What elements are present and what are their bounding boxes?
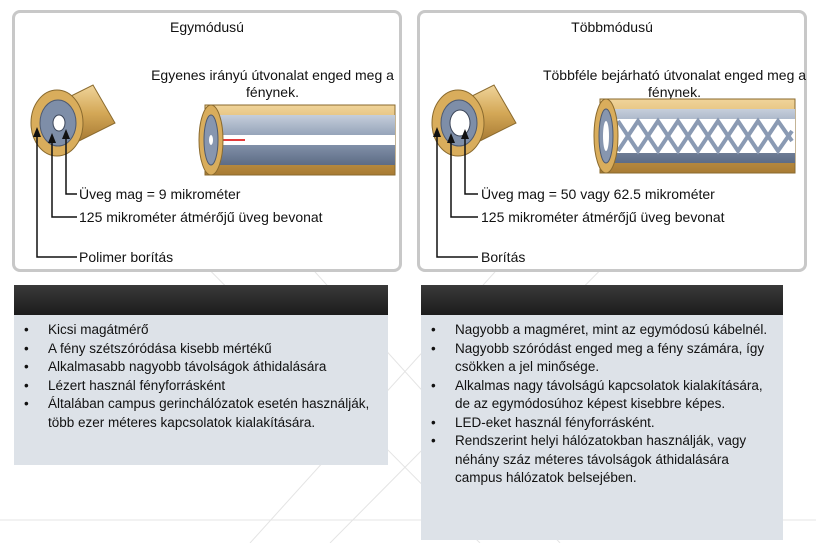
single-mode-core-label: Üveg mag = 9 mikrométer (79, 186, 241, 202)
multi-mode-core-label: Üveg mag = 50 vagy 62.5 mikrométer (481, 186, 715, 202)
multi-mode-cladding-label: 125 mikrométer átmérőjű üveg bevonat (481, 209, 725, 225)
single-mode-list-header (14, 285, 388, 315)
single-mode-cladding-label: 125 mikrométer átmérőjű üveg bevonat (79, 209, 323, 225)
single-mode-description: Egyenes irányú útvonalat enged meg a fén… (151, 67, 394, 100)
list-item: Alkalmas nagy távolságú kapcsolatok kial… (431, 377, 773, 414)
multi-mode-panel: Többmódusú Többféle bejárható útvonalat … (417, 10, 807, 272)
multi-mode-end-view (431, 84, 517, 157)
list-item: A fény szétszóródása kisebb mértékű (24, 340, 378, 359)
multi-mode-side-view (593, 98, 796, 174)
list-item: LED-eket használ fényforrásként. (431, 414, 773, 433)
list-item: Általában campus gerinchálózatok esetén … (24, 395, 378, 432)
multi-mode-pointers (436, 135, 478, 258)
multi-mode-list-header (421, 285, 783, 315)
list-item: Kicsi magátmérő (24, 321, 378, 340)
list-item: Nagyobb a magméret, mint az egymódosú ká… (431, 321, 773, 340)
multi-mode-coating-label: Borítás (481, 249, 526, 265)
list-item: Nagyobb szóródást enged meg a fény számá… (431, 340, 773, 377)
single-mode-panel: Egymódusú Egyenes irányú útvonalat enged… (12, 10, 402, 272)
multi-mode-description: Többféle bejárható útvonalat enged meg a… (542, 67, 807, 100)
single-mode-side-view (198, 104, 396, 176)
list-item: Rendszerint helyi hálózatokban használjá… (431, 432, 773, 488)
single-mode-cable-illustration (30, 84, 396, 258)
multi-mode-title: Többmódusú (571, 19, 653, 35)
multi-mode-feature-list: Nagyobb a magméret, mint az egymódosú ká… (421, 285, 783, 540)
single-mode-title: Egymódusú (170, 19, 244, 35)
single-mode-coating-label: Polimer borítás (79, 249, 174, 265)
multi-mode-cable-illustration (431, 84, 796, 258)
single-mode-pointers (36, 135, 77, 258)
list-item: Lézert használ fényforrásként (24, 377, 378, 396)
list-item: Alkalmasabb nagyobb távolságok áthidalás… (24, 358, 378, 377)
single-mode-feature-list: Kicsi magátmérő A fény szétszóródása kis… (14, 285, 388, 465)
single-mode-end-view (30, 84, 116, 157)
